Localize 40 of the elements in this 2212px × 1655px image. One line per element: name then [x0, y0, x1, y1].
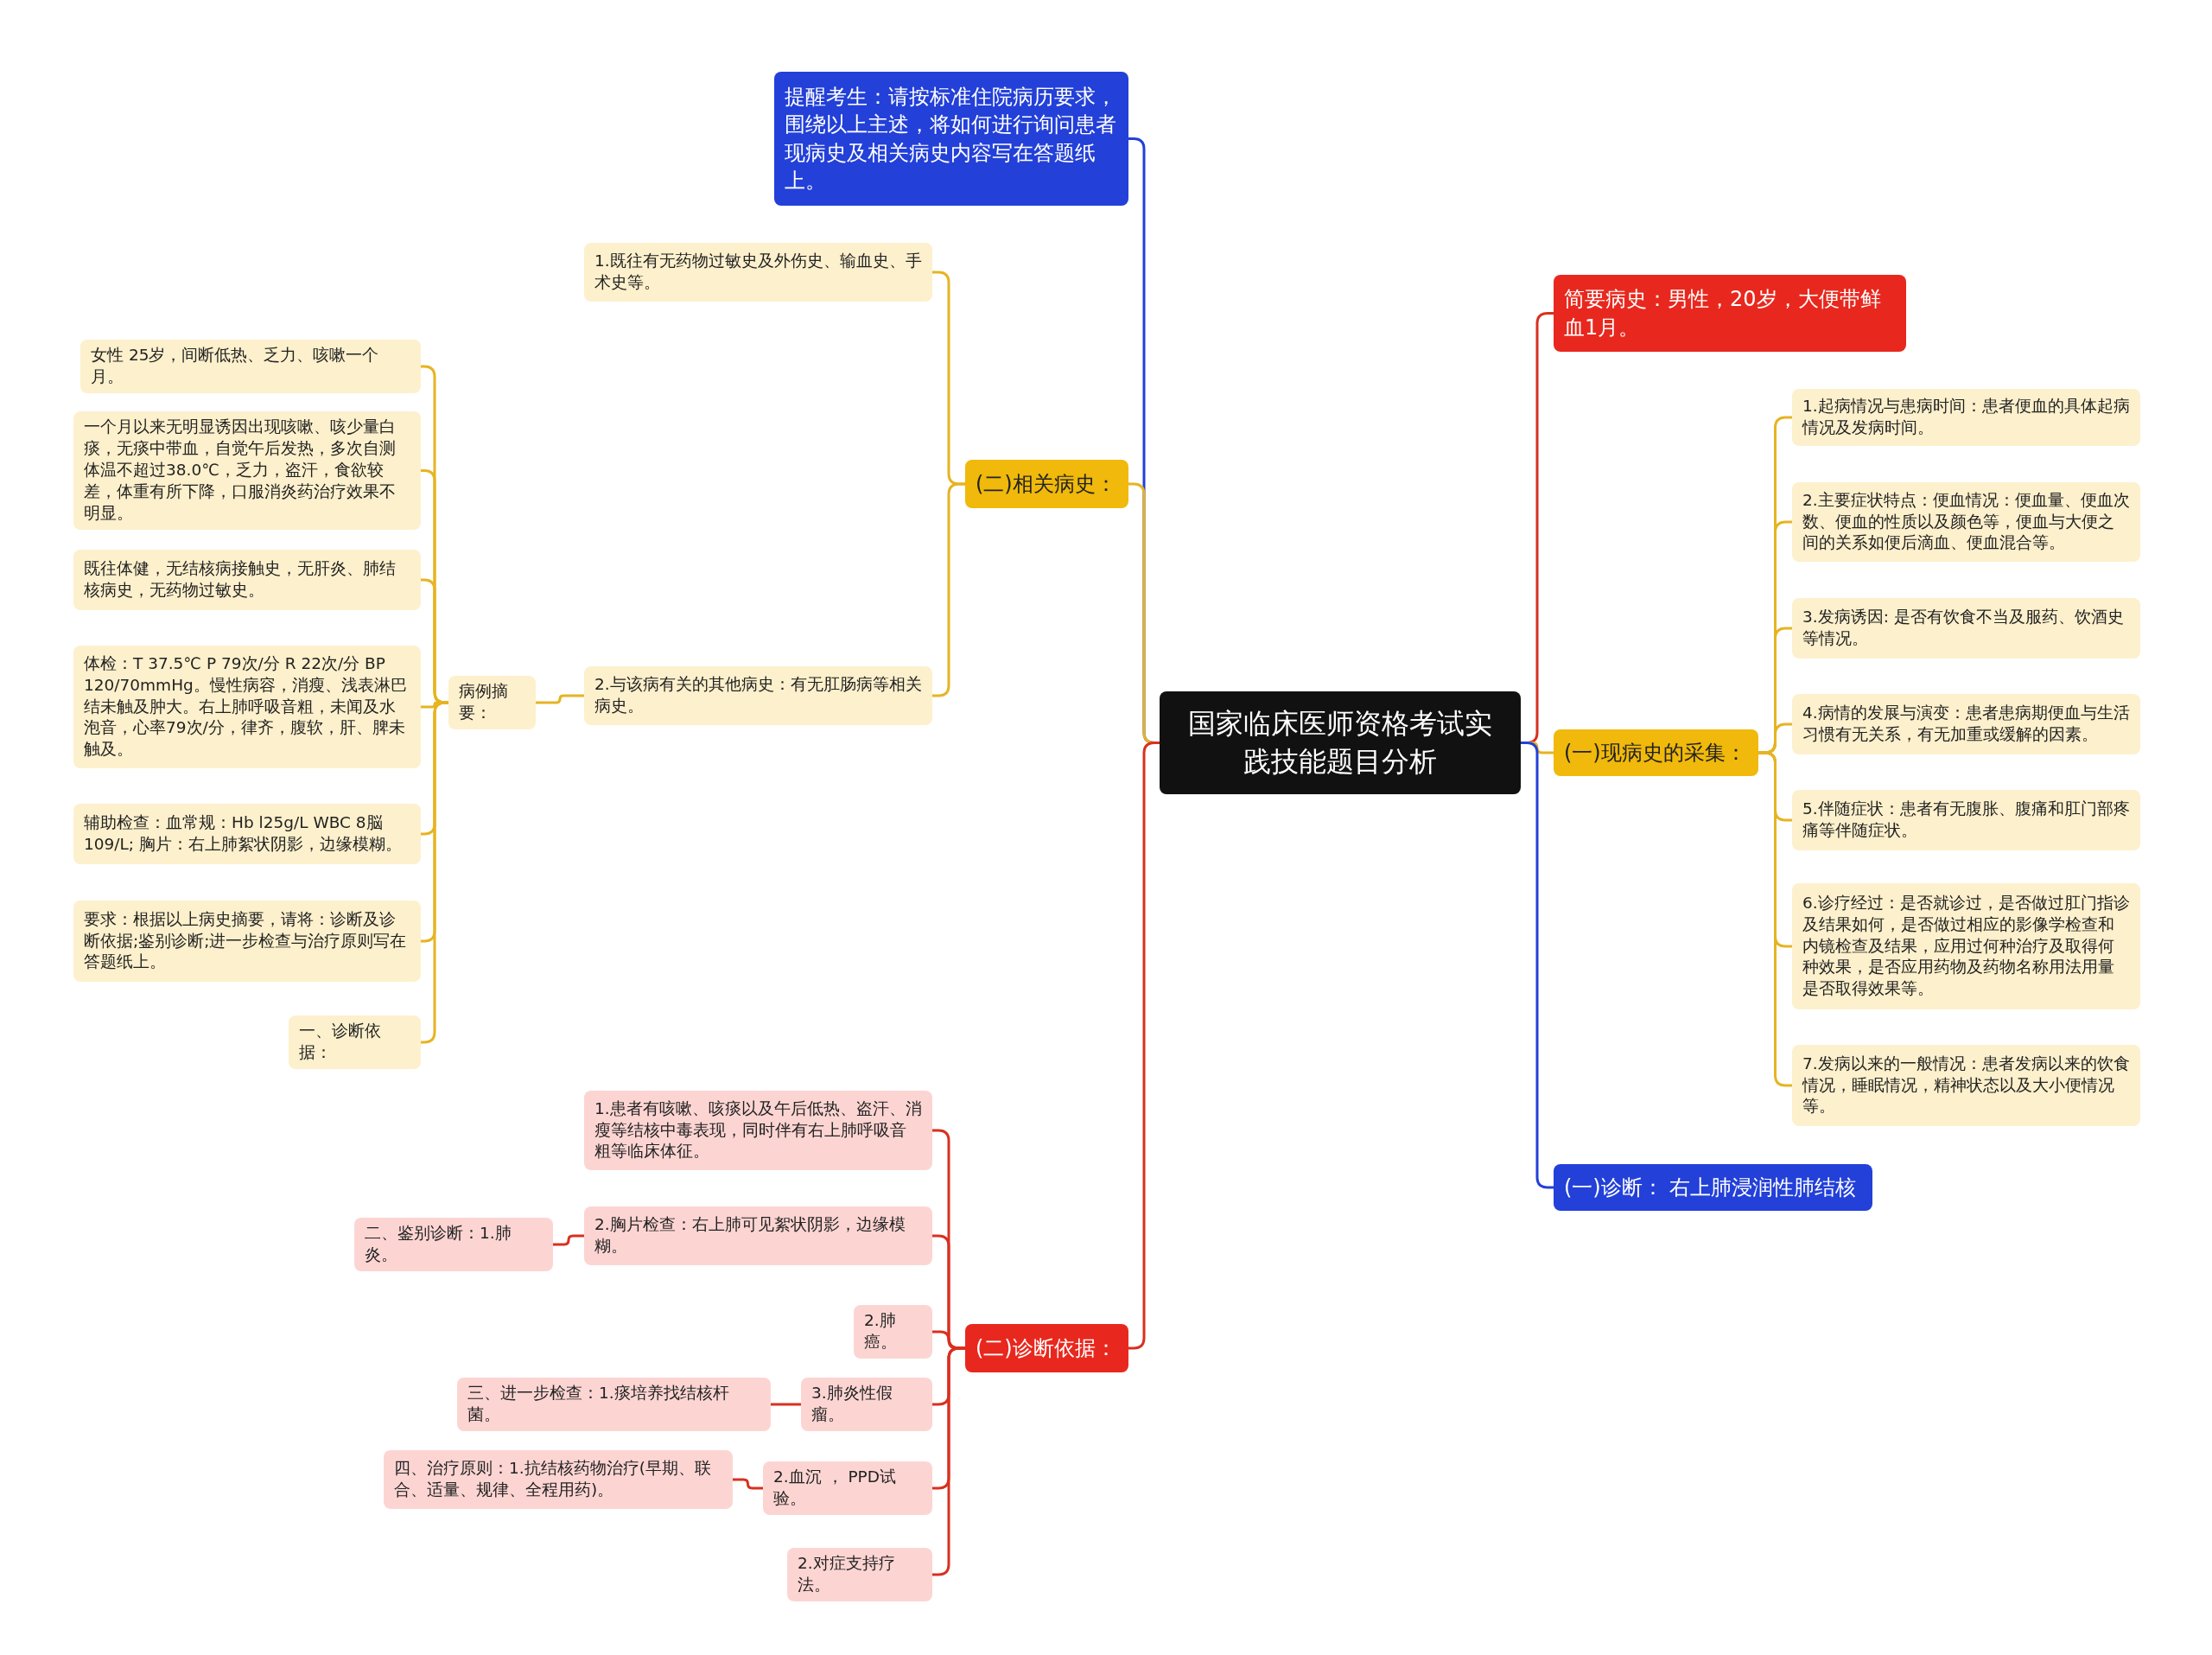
connector-line [932, 482, 965, 697]
subtopic-box: 女性 25岁，间断低热、乏力、咳嗽一个月。 [80, 340, 421, 393]
topic-box: 提醒考生：请按标准住院病历要求，围绕以上主述，将如何进行询问患者现病史及相关病史内容写在答题纸上。 [774, 72, 1128, 206]
subtopic-box: 5.伴随症状：患者有无腹胀、腹痛和肛门部疼痛等伴随症状。 [1792, 790, 2140, 850]
subtopic-box: 既往体健，无结核病接触史，无肝炎、肺结核病史，无药物过敏史。 [73, 550, 421, 610]
subtopic-box: 2.血沉 ， PPD试验。 [763, 1461, 932, 1515]
subtopic-box: 6.诊疗经过：是否就诊过，是否做过肛门指诊及结果如何，是否做过相应的影像学检查和内镜检查及结果，应用过何种治疗及取得何种效果，是否应用药物及药物名称用法用量是否取得效果等。 [1792, 883, 2140, 1009]
subtopic-box: 要求：根据以上病史摘要，请将：诊断及诊断依据;鉴别诊断;进一步检查与治疗原则写在答题纸上。 [73, 901, 421, 982]
central-topic: 国家临床医师资格考试实践技能题目分析 [1160, 691, 1521, 794]
subtopic-box: 1.起病情况与患病时间：患者便血的具体起病情况及发病时间。 [1792, 389, 2140, 446]
topic-box: (二)诊断依据： [965, 1324, 1128, 1372]
subtopic-box: 二、鉴别诊断：1.肺炎。 [354, 1218, 553, 1271]
subtopic-box: 4.病情的发展与演变：患者患病期便血与生活习惯有无关系，有无加重或缓解的因素。 [1792, 694, 2140, 754]
connector-line [553, 1234, 584, 1246]
subtopic-box: 1.患者有咳嗽、咳痰以及午后低热、盗汗、消瘦等结核中毒表现，同时伴有右上肺呼吸音粗等临床体征。 [584, 1091, 932, 1170]
subtopic-box: 一个月以来无明显诱因出现咳嗽、咳少量白痰，无痰中带血，自觉午后发热，多次自测体温不超过38.0℃，乏力，盗汗，食欲较差，体重有所下降，口服消炎药治疗效果不明显。 [73, 411, 421, 530]
topic-box: (二)相关病史： [965, 460, 1128, 508]
subtopic-box: 2.肺癌。 [854, 1305, 932, 1359]
subtopic-box: 辅助检查：血常规：Hb l25g/L WBC 8脳109/L; 胸片：右上肺絮状阴影，边缘模糊。 [73, 804, 421, 864]
subtopic-box: 一、诊断依据： [289, 1015, 421, 1069]
subtopic-box: 2.主要症状特点：便血情况：便血量、便血次数、便血的性质以及颜色等，便血与大便之间的关系如便后滴血、便血混合等。 [1792, 482, 2140, 562]
subtopic-box: 病例摘要： [448, 676, 536, 729]
connector-line [932, 1346, 965, 1576]
connector-line [733, 1478, 763, 1490]
connector-line [771, 1403, 801, 1406]
topic-box: (一)诊断： 右上肺浸润性肺结核 [1554, 1164, 1872, 1211]
subtopic-box: 体检：T 37.5℃ P 79次/分 R 22次/分 BP 120/70mmHg。慢性病容，消瘦、浅表淋巴结未触及肿大。右上肺呼吸音粗，未闻及水泡音，心率79次/分，律齐，腹软，肝、脾未触及。 [73, 646, 421, 768]
topic-box: (一)现病史的采集： [1554, 729, 1758, 776]
subtopic-box: 四、治疗原则：1.抗结核药物治疗(早期、联合、适量、规律、全程用药)。 [384, 1450, 733, 1509]
subtopic-box: 3.肺炎性假瘤。 [801, 1378, 932, 1431]
connector-line [1758, 751, 1792, 1087]
subtopic-box: 三、进一步检查：1.痰培养找结核杆菌。 [457, 1378, 771, 1431]
subtopic-box: 2.对症支持疗法。 [787, 1548, 932, 1601]
subtopic-box: 3.发病诱因: 是否有饮食不当及服药、饮酒史等情况。 [1792, 598, 2140, 659]
subtopic-box: 2.与该病有关的其他病史：有无肛肠病等相关病史。 [584, 666, 932, 725]
subtopic-box: 1.既往有无药物过敏史及外伤史、输血史、手术史等。 [584, 243, 932, 302]
topic-box: 简要病史：男性，20岁，大便带鲜血1月。 [1554, 275, 1906, 352]
subtopic-box: 2.胸片检查：右上肺可见絮状阴影，边缘模糊。 [584, 1206, 932, 1265]
subtopic-box: 7.发病以来的一般情况：患者发病以来的饮食情况，睡眠情况，精神状态以及大小便情况等。 [1792, 1045, 2140, 1126]
connector-line [536, 694, 584, 704]
